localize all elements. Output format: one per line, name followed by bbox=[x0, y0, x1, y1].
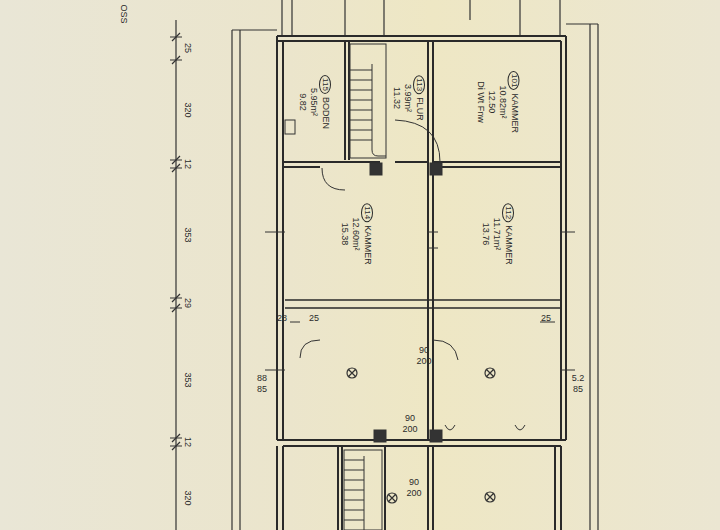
opening-size: 90 bbox=[419, 345, 429, 355]
room-note: Di Wt Fnw bbox=[475, 71, 486, 133]
room-label: 114KAMMER12.60m²15.38 bbox=[339, 203, 373, 264]
room-area: 101KAMMER10.82m²12.50Di Wt Fnw bbox=[435, 43, 559, 160]
room-number: 101 bbox=[508, 71, 520, 90]
room-name: KAMMER bbox=[510, 93, 520, 133]
room-label: 101KAMMER10.82m²12.50Di Wt Fnw bbox=[475, 71, 520, 133]
room-area-value: 5.95m² bbox=[308, 75, 319, 129]
room-area-value: 10.82m² bbox=[497, 71, 508, 133]
room-area-value: 11.71m² bbox=[491, 203, 502, 264]
opening-size: 85 bbox=[257, 384, 267, 394]
opening-size: 200 bbox=[406, 488, 421, 498]
room-label: 112KAMMER11.71m²13.76 bbox=[480, 203, 514, 264]
room-number: 113 bbox=[413, 75, 425, 94]
opening-size: 200 bbox=[416, 356, 431, 366]
opening-size: 25 bbox=[309, 313, 319, 323]
dimension: 29 bbox=[183, 298, 193, 308]
room-title: 113FLUR bbox=[413, 75, 425, 120]
room-title: 101KAMMER bbox=[508, 71, 520, 133]
dimension: 320 bbox=[183, 490, 193, 505]
room-number: 112 bbox=[502, 203, 514, 222]
dimension: 353 bbox=[183, 227, 193, 242]
room-number: 115 bbox=[319, 75, 331, 94]
room-perimeter: 12.50 bbox=[486, 71, 497, 133]
opening-size: 5.2 bbox=[572, 373, 585, 383]
room-name: BODEN bbox=[321, 96, 331, 128]
room-area: 113FLUR3.99m²11.32 bbox=[389, 43, 427, 153]
room-area: 115BODEN5.95m²9.82 bbox=[284, 43, 344, 160]
room-area: 112KAMMER11.71m²13.76 bbox=[435, 170, 559, 298]
room-title: 112KAMMER bbox=[502, 203, 514, 264]
room-name: FLUR bbox=[415, 97, 425, 121]
opening-size: 90 bbox=[409, 477, 419, 487]
room-area-value: 12.60m² bbox=[350, 203, 361, 264]
opening-size: 25 bbox=[541, 313, 551, 323]
dimension: 320 bbox=[183, 102, 193, 117]
opening-size: 85 bbox=[573, 384, 583, 394]
dimension: 12 bbox=[183, 159, 193, 169]
room-area-value: 3.99m² bbox=[402, 75, 413, 120]
opening-size: 90 bbox=[405, 413, 415, 423]
room-perimeter: 13.76 bbox=[480, 203, 491, 264]
room-label: 115BODEN5.95m²9.82 bbox=[297, 75, 331, 129]
room-perimeter: 11.32 bbox=[391, 75, 402, 120]
opening-size: 88 bbox=[257, 373, 267, 383]
dimension: 353 bbox=[183, 372, 193, 387]
room-title: 114KAMMER bbox=[361, 203, 373, 264]
room-label: 113FLUR3.99m²11.32 bbox=[391, 75, 425, 120]
room-title: 115BODEN bbox=[319, 75, 331, 129]
room-name: KAMMER bbox=[504, 225, 514, 265]
dimension: 12 bbox=[183, 437, 193, 447]
sheet-title: OSS bbox=[119, 4, 129, 23]
room-perimeter: 9.82 bbox=[297, 75, 308, 129]
opening-size: 28 bbox=[277, 313, 287, 323]
opening-size: 200 bbox=[402, 424, 417, 434]
dimension: 25 bbox=[183, 43, 193, 53]
room-area: 114KAMMER12.60m²15.38 bbox=[286, 170, 426, 298]
room-perimeter: 15.38 bbox=[339, 203, 350, 264]
room-number: 114 bbox=[361, 203, 373, 222]
room-name: KAMMER bbox=[363, 225, 373, 265]
